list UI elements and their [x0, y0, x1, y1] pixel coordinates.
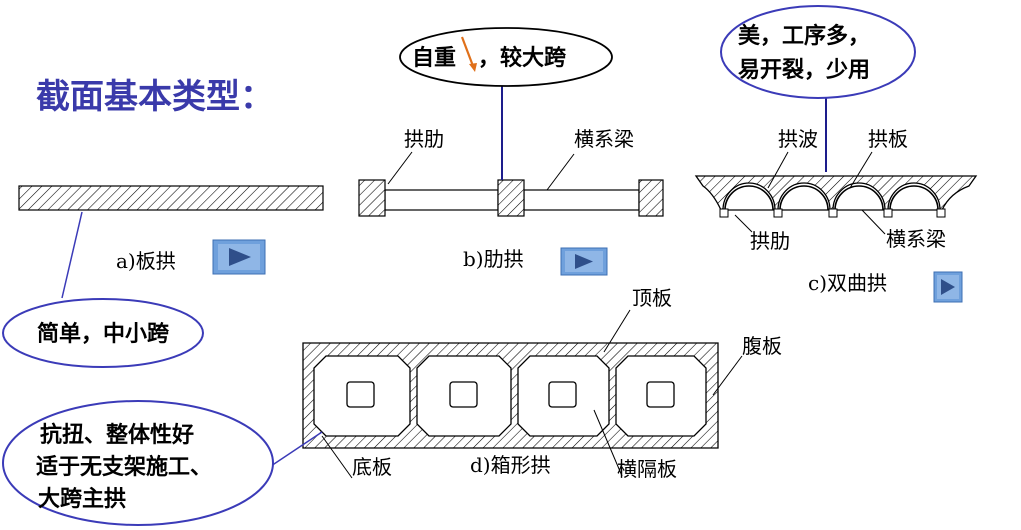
box-arch-section: [302, 342, 719, 449]
down-arrow-icon: [460, 36, 477, 72]
rib-arch-callout-part1: 自重: [412, 45, 456, 71]
slab-arch-play-button[interactable]: [212, 239, 266, 275]
double-curved-arch-rib-label: 拱肋: [750, 229, 790, 253]
double-curved-arch-plate-label: 拱板: [868, 127, 908, 151]
box-arch-callout-line1: 抗扭、整体性好: [40, 422, 194, 448]
double-curved-arch-section: [694, 175, 978, 218]
play-icon: [575, 254, 593, 269]
double-curved-arch-wave-label: 拱波: [778, 127, 818, 151]
double-curved-arch-label: c)双曲拱: [808, 271, 887, 295]
rib-arch-label: b)肋拱: [463, 247, 524, 271]
box-arch-diaphragm-label: 横隔板: [617, 457, 677, 481]
page-title: 截面基本类型：: [36, 77, 274, 117]
double-curved-arch-callout-line1: 美，工序多，: [738, 23, 870, 49]
slab-arch-leader: [61, 211, 83, 299]
box-arch-callout-line3: 大跨主拱: [38, 486, 126, 512]
double-curved-arch-callout-line2: 易开裂，少用: [738, 57, 870, 83]
box-arch-label: d)箱形拱: [470, 453, 551, 477]
rib-arch-rib-label: 拱肋: [404, 127, 444, 151]
slab-arch-section: [18, 185, 324, 211]
rib-arch-beam-label: 横系梁: [574, 127, 634, 151]
slab-arch-callout: 简单，中小跨: [2, 298, 204, 368]
box-arch-bottom-label: 底板: [352, 455, 392, 479]
double-curved-arch-beam-label: 横系梁: [886, 227, 946, 251]
rib-arch-section: [358, 179, 664, 217]
slab-arch-label: a)板拱: [116, 249, 176, 273]
box-arch-callout: 抗扭、整体性好 适于无支架施工、 大跨主拱: [2, 400, 274, 526]
rib-arch-play-button[interactable]: [560, 247, 608, 276]
play-icon: [229, 248, 251, 266]
rib-arch-callout-part2: ，较大跨: [478, 45, 567, 71]
rib-arch-callout: 自重 ，较大跨: [399, 27, 613, 87]
box-arch-callout-line2: 适于无支架施工、: [36, 454, 212, 480]
box-arch-top-label: 顶板: [632, 286, 672, 310]
box-arch-web-label: 腹板: [742, 334, 782, 358]
box-arch-leader: [267, 431, 323, 469]
play-icon: [941, 279, 955, 295]
double-curved-arch-play-button[interactable]: [933, 271, 963, 303]
double-curved-arch-callout: 美，工序多， 易开裂，少用: [720, 5, 916, 99]
slab-arch-callout-text: 简单，中小跨: [37, 321, 170, 347]
